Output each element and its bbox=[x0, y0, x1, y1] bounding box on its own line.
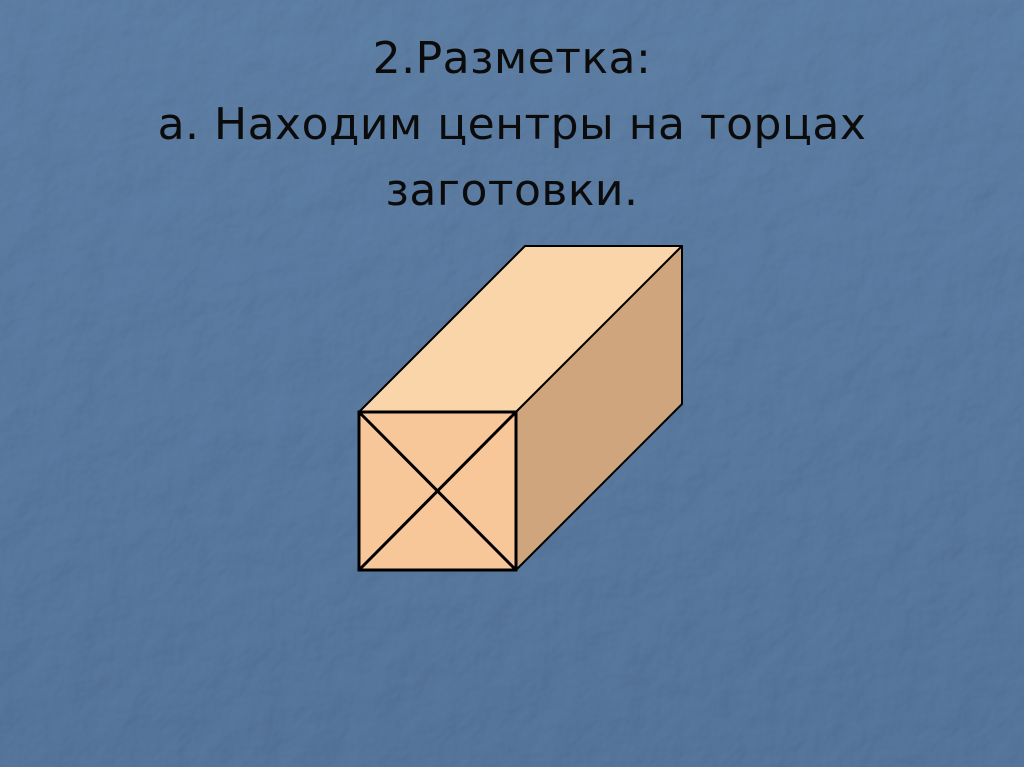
title-line-step: а. Находим центры на торцах bbox=[157, 99, 867, 150]
title-line-heading: 2.Разметка: bbox=[372, 33, 652, 84]
title-line-step-continued: заготовки. bbox=[385, 165, 639, 216]
end-face-diagonal-2 bbox=[357, 410, 518, 572]
slide-title: 2.Разметка: а. Находим центры на торцах … bbox=[92, 26, 932, 224]
